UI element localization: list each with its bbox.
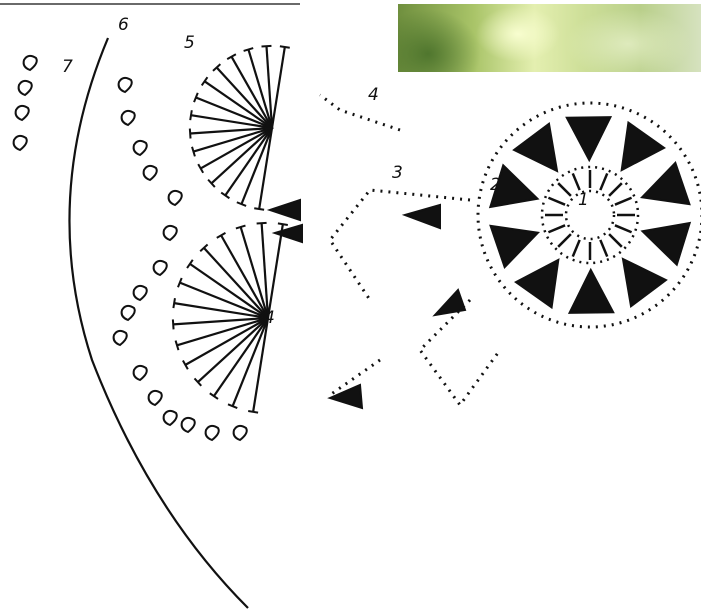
stitch-line [201, 128, 272, 168]
stitch-bar [190, 129, 191, 139]
stitch-spoke [609, 234, 622, 247]
round-label-6: 6 [118, 15, 129, 35]
stitch-line [191, 115, 272, 128]
picot-drop [169, 191, 182, 205]
picot-drop [119, 78, 132, 92]
picot-drop [182, 418, 195, 432]
small-clusters [270, 200, 465, 408]
cluster-fan [491, 226, 538, 267]
stitch-line [185, 318, 268, 365]
stitch-bar [236, 226, 246, 229]
round-label-5: 5 [184, 33, 195, 53]
picot-drop [134, 286, 147, 300]
cluster-fan [514, 124, 557, 171]
stitch-line [272, 47, 285, 128]
picot-drop [122, 306, 135, 320]
center-motif [478, 103, 701, 327]
stitch-bar [202, 77, 208, 85]
round-label-4-top: 4 [264, 117, 275, 137]
stitch-bar [173, 319, 174, 329]
picot-drop [122, 111, 135, 125]
stitch-line [253, 318, 268, 412]
stitch-bar [176, 341, 179, 351]
round-label-4-bottom: 4 [264, 308, 275, 328]
cluster-fan [623, 259, 666, 306]
stitch-spoke [558, 183, 571, 196]
picot-drop [24, 56, 37, 70]
picot-drop [144, 166, 157, 180]
stitch-spoke [548, 198, 565, 205]
round-label-3: 3 [392, 163, 403, 183]
stitch-line [221, 235, 268, 318]
picot-edge [14, 56, 247, 440]
stitch-spoke [615, 225, 632, 232]
stitch-spoke [600, 240, 607, 257]
outer-border-arc [69, 38, 248, 608]
picot-drop [14, 136, 27, 150]
stitch-spoke [573, 240, 580, 257]
stitch-spoke [615, 198, 632, 205]
picot-drop [164, 226, 177, 240]
stitch-line [268, 224, 283, 318]
picot-drop [114, 331, 127, 345]
round-3-chain-loops [320, 95, 500, 405]
stitch-bar [254, 208, 264, 210]
stitch-bar [173, 298, 175, 308]
round-label-1: 1 [578, 190, 589, 210]
cluster-fan [570, 270, 614, 313]
stitch-bar [192, 147, 195, 157]
stitch-bar [248, 411, 258, 413]
picot-drop [149, 391, 162, 405]
stitch-bar [261, 46, 271, 47]
flower-photo [398, 4, 701, 72]
stitch-spoke [558, 234, 571, 247]
picot-drop [234, 426, 247, 440]
stitch-spoke [600, 173, 607, 190]
stitch-bar [257, 223, 267, 224]
picot-drop [154, 261, 167, 275]
stitch-bar [278, 223, 288, 225]
round-label-4: 4 [368, 85, 379, 105]
stitch-bar [210, 393, 218, 399]
picot-drop [134, 141, 147, 155]
cluster-fan [643, 223, 690, 265]
cluster-fan [642, 163, 689, 204]
picot-drop [206, 426, 219, 440]
stitch-bar [280, 46, 290, 48]
stitch-bar [190, 110, 192, 120]
stitch-spoke [609, 183, 622, 196]
cluster-fan [516, 260, 558, 307]
stitch-bar [221, 193, 229, 199]
cluster-fan [622, 123, 664, 170]
picot-drop [19, 81, 32, 95]
picot-drop [164, 411, 177, 425]
round-label-7: 7 [62, 57, 73, 77]
picot-drop [16, 106, 29, 120]
stitch-bar [187, 260, 193, 268]
stitch-line [174, 303, 268, 318]
cluster-fan [567, 117, 611, 160]
stitch-spoke [573, 173, 580, 190]
stitch-bar [244, 48, 254, 51]
picot-drop [134, 366, 147, 380]
round-label-2: 2 [490, 175, 501, 195]
stitch-spoke [548, 225, 565, 232]
stitch-line [259, 128, 272, 209]
